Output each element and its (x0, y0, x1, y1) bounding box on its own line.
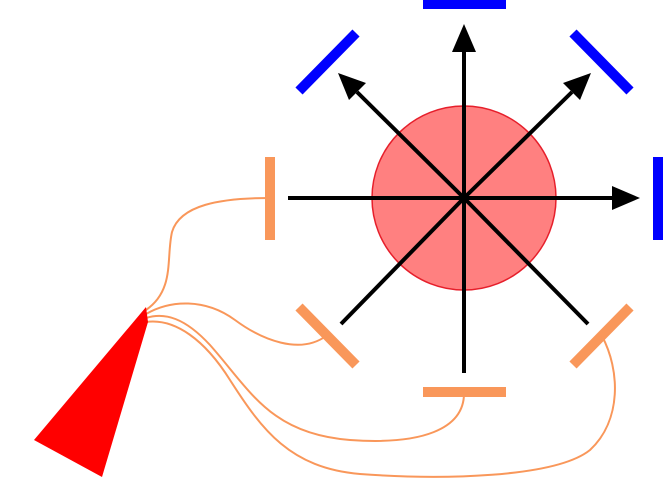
arrows (338, 24, 640, 210)
far-detectors (295, 0, 663, 240)
arrowhead-north (452, 24, 476, 52)
fiber-west (145, 197, 271, 311)
fiber-southwest (145, 302, 327, 346)
arrow-tails (288, 196, 590, 373)
fiber-south (145, 314, 466, 442)
detector-far-northwest (295, 29, 360, 95)
arrow-tail-southeast (462, 196, 590, 326)
arrow-northwest (355, 90, 466, 200)
arrowhead-northeast (563, 73, 591, 100)
arrow-tail-southwest (339, 196, 466, 326)
fiber-southeast (145, 320, 616, 478)
optical-fibers (145, 197, 616, 478)
arrowhead-northwest (338, 73, 366, 100)
detector-far-northeast (569, 29, 634, 95)
detector-near-southwest (295, 303, 360, 369)
fiber-bundle (34, 307, 148, 477)
arrow-northeast (462, 90, 574, 200)
arrowhead-east (612, 186, 640, 210)
